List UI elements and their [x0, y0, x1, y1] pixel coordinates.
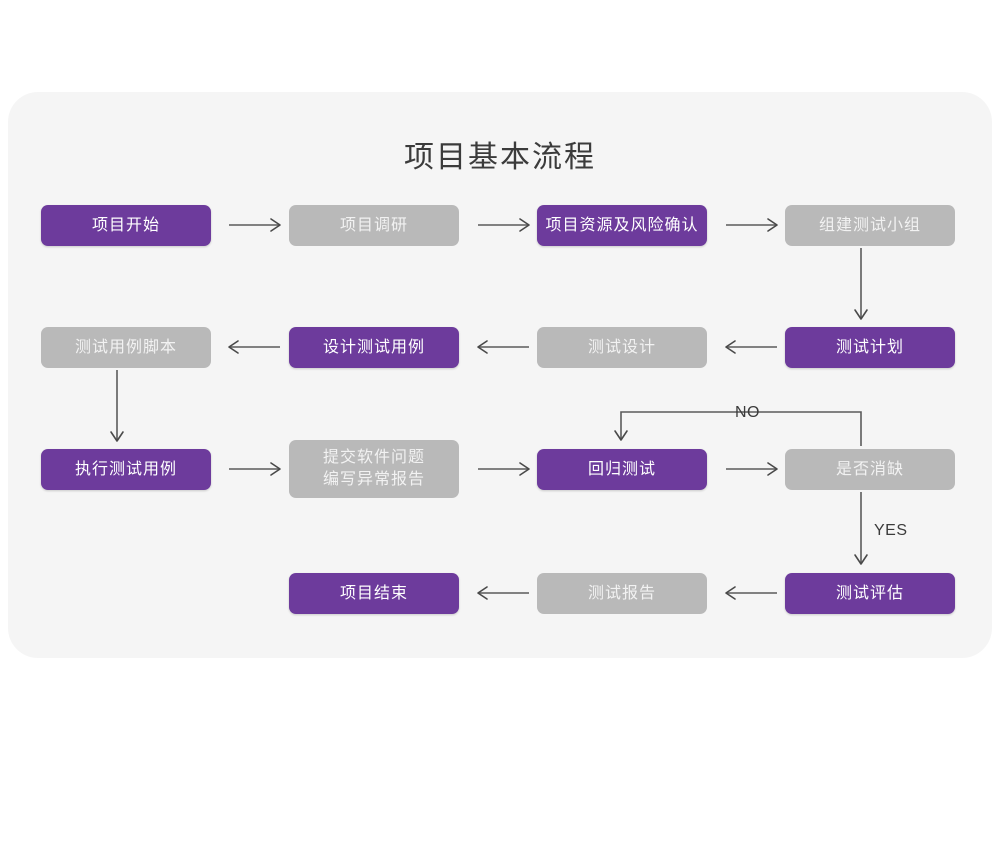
node-design-test-case[interactable]: 设计测试用例 [289, 327, 459, 368]
edge-plan-to-design [725, 340, 777, 354]
node-project-research[interactable]: 项目调研 [289, 205, 459, 246]
edge-report-issue-to-regression [478, 462, 530, 476]
node-test-design[interactable]: 测试设计 [537, 327, 707, 368]
node-label: 项目调研 [339, 216, 408, 234]
node-label: 测试用例脚本 [74, 338, 177, 356]
node-label: 测试设计 [587, 338, 656, 356]
node-test-report[interactable]: 测试报告 [537, 573, 707, 614]
node-test-plan[interactable]: 测试计划 [785, 327, 955, 368]
edge-research-to-resource [478, 218, 530, 232]
edge-label-no: NO [735, 404, 760, 421]
edge-script-to-execute [110, 370, 124, 442]
node-resource-risk-confirm[interactable]: 项目资源及风险确认 [537, 205, 707, 246]
edge-resource-to-team [726, 218, 778, 232]
node-label: 项目资源及风险确认 [545, 216, 699, 234]
edge-execute-to-report-issue [229, 462, 281, 476]
node-label: 回归测试 [587, 460, 656, 478]
node-label: 测试评估 [835, 584, 904, 602]
node-submit-issue-write-report[interactable]: 提交软件问题 编写异常报告 [289, 440, 459, 498]
node-label: 测试报告 [587, 584, 656, 602]
edge-evaluation-to-testreport [725, 586, 777, 600]
node-label: 是否消缺 [835, 460, 904, 478]
edge-case-to-script [228, 340, 280, 354]
node-project-start[interactable]: 项目开始 [41, 205, 211, 246]
node-label: 项目开始 [91, 216, 160, 234]
node-test-evaluation[interactable]: 测试评估 [785, 573, 955, 614]
node-defect-cleared-decision[interactable]: 是否消缺 [785, 449, 955, 490]
node-label: 组建测试小组 [818, 216, 921, 234]
edge-design-to-case [477, 340, 529, 354]
node-label-line1: 提交软件问题 [322, 449, 425, 467]
page-title: 项目基本流程 [404, 141, 596, 174]
node-execute-test-case[interactable]: 执行测试用例 [41, 449, 211, 490]
edge-label-yes: YES [874, 522, 908, 539]
node-regression-test[interactable]: 回归测试 [537, 449, 707, 490]
edge-regression-to-decision [726, 462, 778, 476]
node-test-case-script[interactable]: 测试用例脚本 [41, 327, 211, 368]
diagram-canvas: 项目基本流程 [8, 92, 992, 658]
edge-testreport-to-end [477, 586, 529, 600]
node-label: 项目结束 [339, 584, 408, 602]
node-label: 执行测试用例 [74, 460, 177, 478]
node-label: 测试计划 [835, 338, 904, 356]
flowchart-card: 项目基本流程 [8, 92, 992, 658]
edge-start-to-research [229, 218, 281, 232]
edge-decision-yes [854, 492, 868, 565]
node-label: 设计测试用例 [322, 338, 425, 356]
edge-team-to-plan [854, 248, 868, 320]
node-build-test-team[interactable]: 组建测试小组 [785, 205, 955, 246]
node-label-line2: 编写异常报告 [322, 471, 425, 488]
node-project-end[interactable]: 项目结束 [289, 573, 459, 614]
